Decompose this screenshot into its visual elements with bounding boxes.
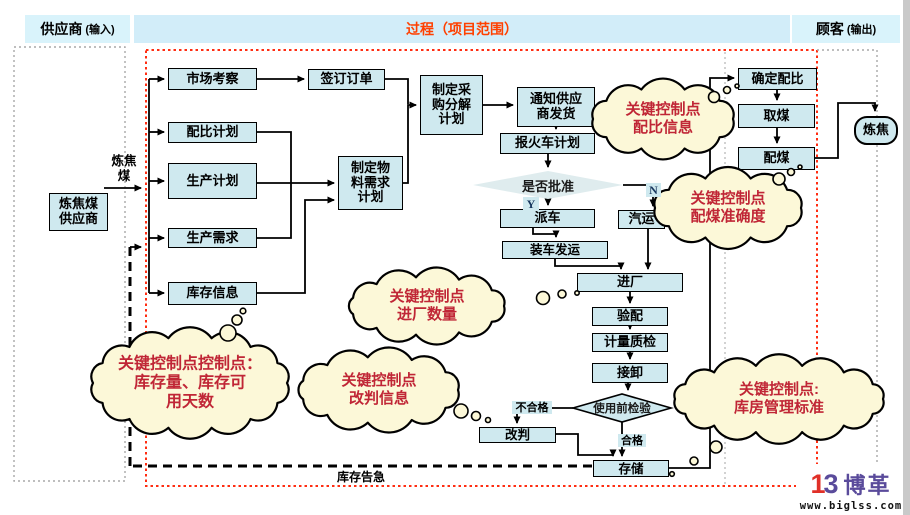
node-load_and_ship: 装车发运 [502, 241, 608, 259]
node-coking_coal_supplier: 炼焦煤 供应商 [49, 193, 108, 231]
node-sign_order: 签订订单 [308, 69, 385, 90]
branch-fail-label: 不合格 [512, 401, 552, 414]
edge-dispatch-to-load [532, 228, 560, 238]
edge-inventory-to-mrp [257, 196, 335, 294]
edge-blend-to-coking [815, 102, 879, 159]
header-customer-paren: (输出) [846, 24, 877, 36]
node-regrade: 改判 [479, 427, 556, 443]
node-take_coal: 取煤 [738, 104, 815, 128]
node-ratio_plan: 配比计划 [168, 122, 257, 143]
node-production_plan: 生产计划 [168, 163, 257, 199]
edge-mrp-to-purchase [403, 101, 417, 184]
coal-input-label: 炼焦 煤 [111, 153, 137, 184]
node-inventory_info: 库存信息 [168, 282, 257, 305]
node-approve_decision [473, 171, 623, 199]
logo-glyph-red: 1 [810, 469, 825, 499]
node-approve_decision-label: 是否批准 [521, 178, 574, 194]
supplier-lane-border [13, 46, 126, 482]
header-customer-lane: 顾客 (输出) [792, 15, 900, 43]
node-road_transport: 汽运 [618, 210, 665, 229]
edge-regrade-to-storage [556, 433, 617, 457]
node-storage: 存储 [593, 460, 669, 477]
logo-glyph-purple: 3 [823, 469, 839, 499]
branch-yes-label: Y [523, 197, 539, 211]
node-purchase_breakdown_plan: 制定采 购分解 计划 [420, 75, 483, 135]
node-pre_use_inspection-label: 使用前检验 [593, 403, 651, 415]
logo-brand-name: 博革 [843, 473, 892, 498]
edge-load-to-enter [554, 259, 625, 270]
biglss-logo: 1 3 博革 www.biglss.com [796, 464, 906, 512]
node-report_train_plan: 报火车计划 [500, 133, 595, 154]
header-supplier-title: 供应商 [40, 21, 83, 37]
node-unload: 接卸 [592, 363, 668, 383]
inventory-alarm-label: 库存告急 [336, 469, 385, 484]
logo-url: www.biglss.com [799, 500, 903, 512]
window-edge [903, 0, 910, 515]
node-material_requirement_plan: 制定物 料需求 计划 [338, 156, 403, 210]
header-process-title: 过程（项目范围） [406, 21, 518, 37]
node-weighing_quality_check: 计量质检 [592, 333, 668, 352]
node-notify_supplier_ship: 通知供应 商发货 [517, 87, 595, 127]
node-enter_plant: 进厂 [577, 273, 683, 292]
node-coking: 炼焦 [854, 116, 898, 145]
header-supplier-paren: (输入) [85, 24, 115, 36]
node-confirm_ratio: 确定配比 [738, 68, 817, 90]
branch-no-label: N [646, 183, 661, 197]
node-pre_use_inspection [570, 393, 674, 423]
edge-sign-order-to-purchase [385, 78, 409, 104]
header-supplier-lane: 供应商 (输入) [25, 15, 130, 43]
header-customer-title: 顾客 [815, 21, 844, 37]
process-lane-border [145, 49, 818, 487]
node-production_demand: 生产需求 [168, 228, 257, 248]
branch-pass-label: 合格 [618, 434, 646, 447]
header-process-lane: 过程（项目范围） [134, 15, 790, 43]
node-blend_coal: 配煤 [738, 147, 815, 170]
edge-ratio-demand-link [257, 131, 292, 239]
node-verify_ratio: 验配 [592, 307, 668, 326]
node-market_survey: 市场考察 [168, 68, 257, 90]
node-dispatch_vehicle: 派车 [500, 209, 595, 228]
